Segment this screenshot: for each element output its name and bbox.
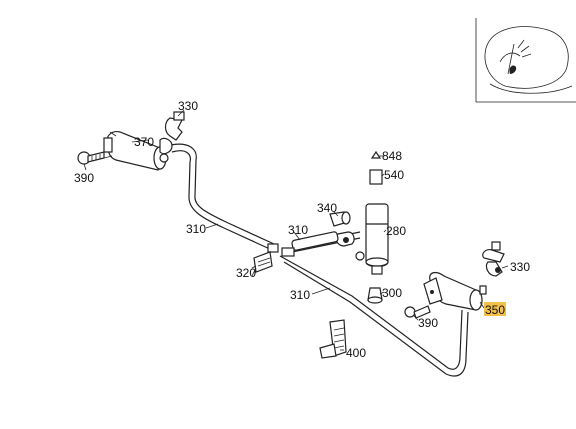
callout-370[interactable]: 370: [134, 135, 154, 149]
callout-330-top[interactable]: 330: [178, 99, 198, 113]
callout-highlight-350: [484, 302, 506, 316]
washer-pump-280[interactable]: [355, 150, 389, 275]
callout-labels: 330 370 390 310 340 310 320 310 848 540 …: [74, 99, 530, 360]
bolt-390-left[interactable]: [77, 151, 105, 165]
callout-390-left[interactable]: 390: [74, 171, 94, 185]
callout-280[interactable]: 280: [386, 224, 406, 238]
leader-lines: [83, 109, 509, 351]
callout-330-right[interactable]: 330: [510, 260, 530, 274]
connector-340[interactable]: [329, 211, 355, 247]
inset-thumbnail[interactable]: [475, 18, 576, 103]
callout-300[interactable]: 300: [382, 286, 402, 300]
callout-310-left[interactable]: 310: [186, 222, 206, 236]
callout-310-mid[interactable]: 310: [288, 223, 308, 237]
callout-350[interactable]: 350: [485, 303, 505, 317]
bracket-400[interactable]: [319, 319, 347, 359]
elbow-connector-330-right[interactable]: [482, 241, 505, 277]
elbow-connector-330-top[interactable]: [159, 111, 185, 163]
clip-320[interactable]: [251, 251, 273, 277]
callout-400[interactable]: 400: [346, 346, 366, 360]
hose-fitting-310[interactable]: [267, 231, 339, 257]
bolt-390-right[interactable]: [404, 305, 431, 319]
callout-320[interactable]: 320: [236, 266, 256, 280]
callout-310-lower[interactable]: 310: [290, 288, 310, 302]
seal-300[interactable]: [367, 287, 383, 304]
hose-line-310: [165, 143, 469, 377]
callout-540[interactable]: 540: [384, 168, 404, 182]
callout-390-right[interactable]: 390: [418, 316, 438, 330]
washer-nozzle-350[interactable]: [423, 271, 487, 311]
callout-340[interactable]: 340: [317, 201, 337, 215]
callout-848[interactable]: 848: [382, 149, 402, 163]
